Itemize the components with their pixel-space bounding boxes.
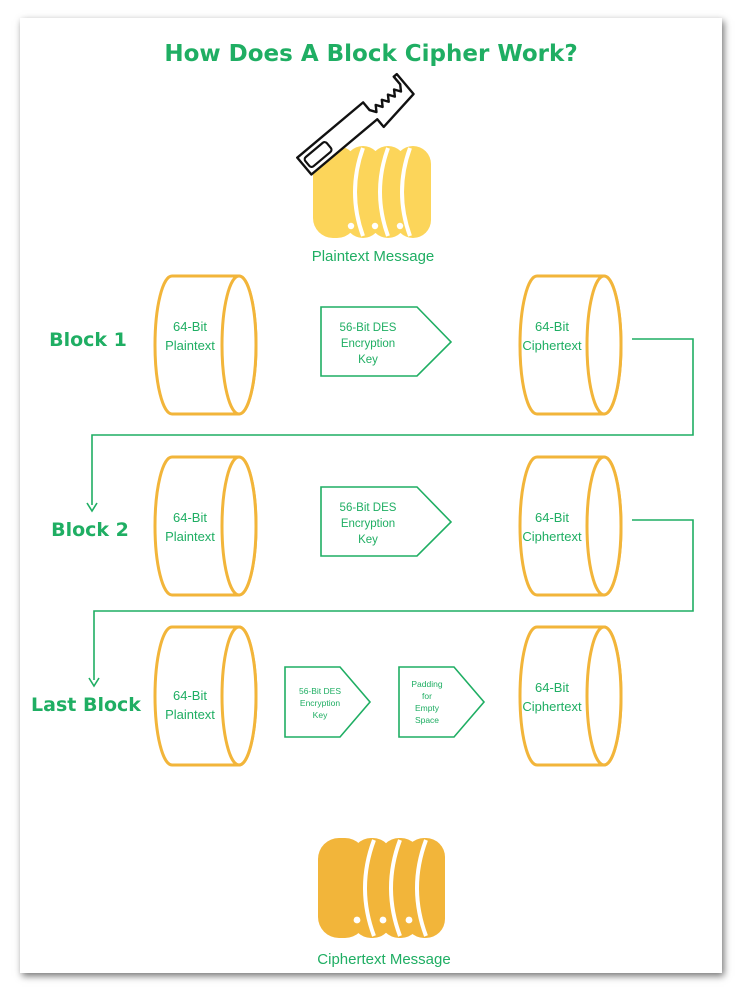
block-2-ciphertext-cylinder	[518, 455, 623, 597]
last-block-plaintext-line-1: 64-Bit	[173, 688, 207, 703]
plaintext-database-icon	[313, 146, 431, 238]
block-1-plaintext-cylinder	[153, 274, 258, 416]
padding-line-1: Padding	[411, 679, 442, 689]
plaintext-message-label: Plaintext Message	[312, 248, 435, 265]
block-2-key-line-1: 56-Bit DES	[340, 502, 397, 514]
last-block-ciphertext-line-2: Ciphertext	[522, 699, 582, 714]
padding-line-4: Space	[415, 715, 439, 725]
block-1-encryption-key-arrow	[320, 306, 453, 377]
last-block-key-line-2: Encryption	[300, 698, 340, 708]
ciphertext-message-label: Ciphertext Message	[317, 951, 450, 968]
block-2-ciphertext-line-1: 64-Bit	[535, 510, 569, 525]
last-block-arrowhead	[88, 677, 100, 688]
block-2-ciphertext-line-2: Ciphertext	[522, 529, 582, 544]
block-1-label: Block 1	[49, 329, 127, 351]
last-block-label: Last Block	[31, 694, 141, 716]
padding-line-2: for	[422, 691, 432, 701]
last-block-key-line-3: Key	[313, 710, 328, 720]
block-2-to-last-block-connector	[93, 519, 694, 680]
block-1-ciphertext-cylinder	[518, 274, 623, 416]
saw-icon	[296, 72, 415, 176]
block-2-plaintext-line-2: Plaintext	[165, 529, 215, 544]
block-1-key-line-2: Encryption	[341, 338, 395, 350]
block-1-to-block-2-connector	[91, 338, 694, 505]
block-1-ciphertext-line-1: 64-Bit	[535, 319, 569, 334]
padding-arrow	[398, 666, 486, 738]
last-block-ciphertext-line-1: 64-Bit	[535, 680, 569, 695]
last-block-plaintext-line-2: Plaintext	[165, 707, 215, 722]
block-1-key-line-1: 56-Bit DES	[340, 322, 397, 334]
last-block-encryption-key-arrow	[284, 666, 372, 738]
block-1-ciphertext-line-2: Ciphertext	[522, 338, 582, 353]
block-2-plaintext-cylinder	[153, 455, 258, 597]
block-2-plaintext-line-1: 64-Bit	[173, 510, 207, 525]
last-block-key-line-1: 56-Bit DES	[299, 686, 341, 696]
block-1-key-line-3: Key	[358, 354, 378, 366]
padding-line-3: Empty	[415, 703, 440, 713]
block-1-plaintext-line-2: Plaintext	[165, 338, 215, 353]
block-2-arrowhead	[86, 502, 98, 513]
block-2-key-line-2: Encryption	[341, 518, 395, 530]
diagram-title: How Does A Block Cipher Work?	[164, 41, 577, 67]
block-2-key-line-3: Key	[358, 534, 378, 546]
block-1-plaintext-line-1: 64-Bit	[173, 319, 207, 334]
last-block-ciphertext-cylinder	[518, 625, 623, 767]
block-2-label: Block 2	[51, 519, 129, 541]
block-2-encryption-key-arrow	[320, 486, 453, 557]
last-block-plaintext-cylinder	[153, 625, 258, 767]
ciphertext-database-icon	[318, 838, 445, 938]
